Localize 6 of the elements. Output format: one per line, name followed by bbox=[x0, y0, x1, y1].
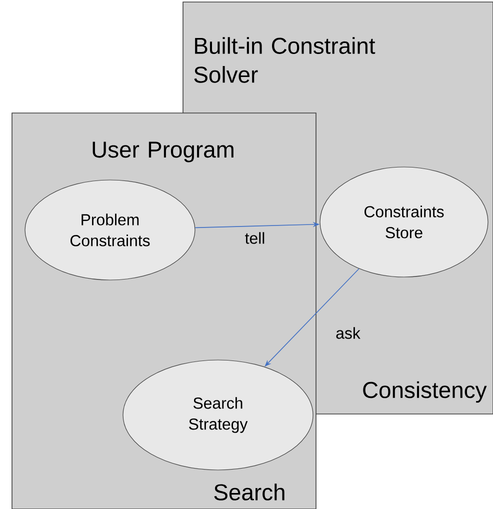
node-label: User Program bbox=[92, 142, 234, 162]
edge-label: tell bbox=[245, 232, 264, 244]
node-label: Consistency bbox=[363, 381, 487, 403]
node-label: Built-in Constraint Solver bbox=[194, 37, 376, 83]
node-label: Search bbox=[214, 484, 284, 500]
edge-label: ask bbox=[336, 327, 360, 339]
